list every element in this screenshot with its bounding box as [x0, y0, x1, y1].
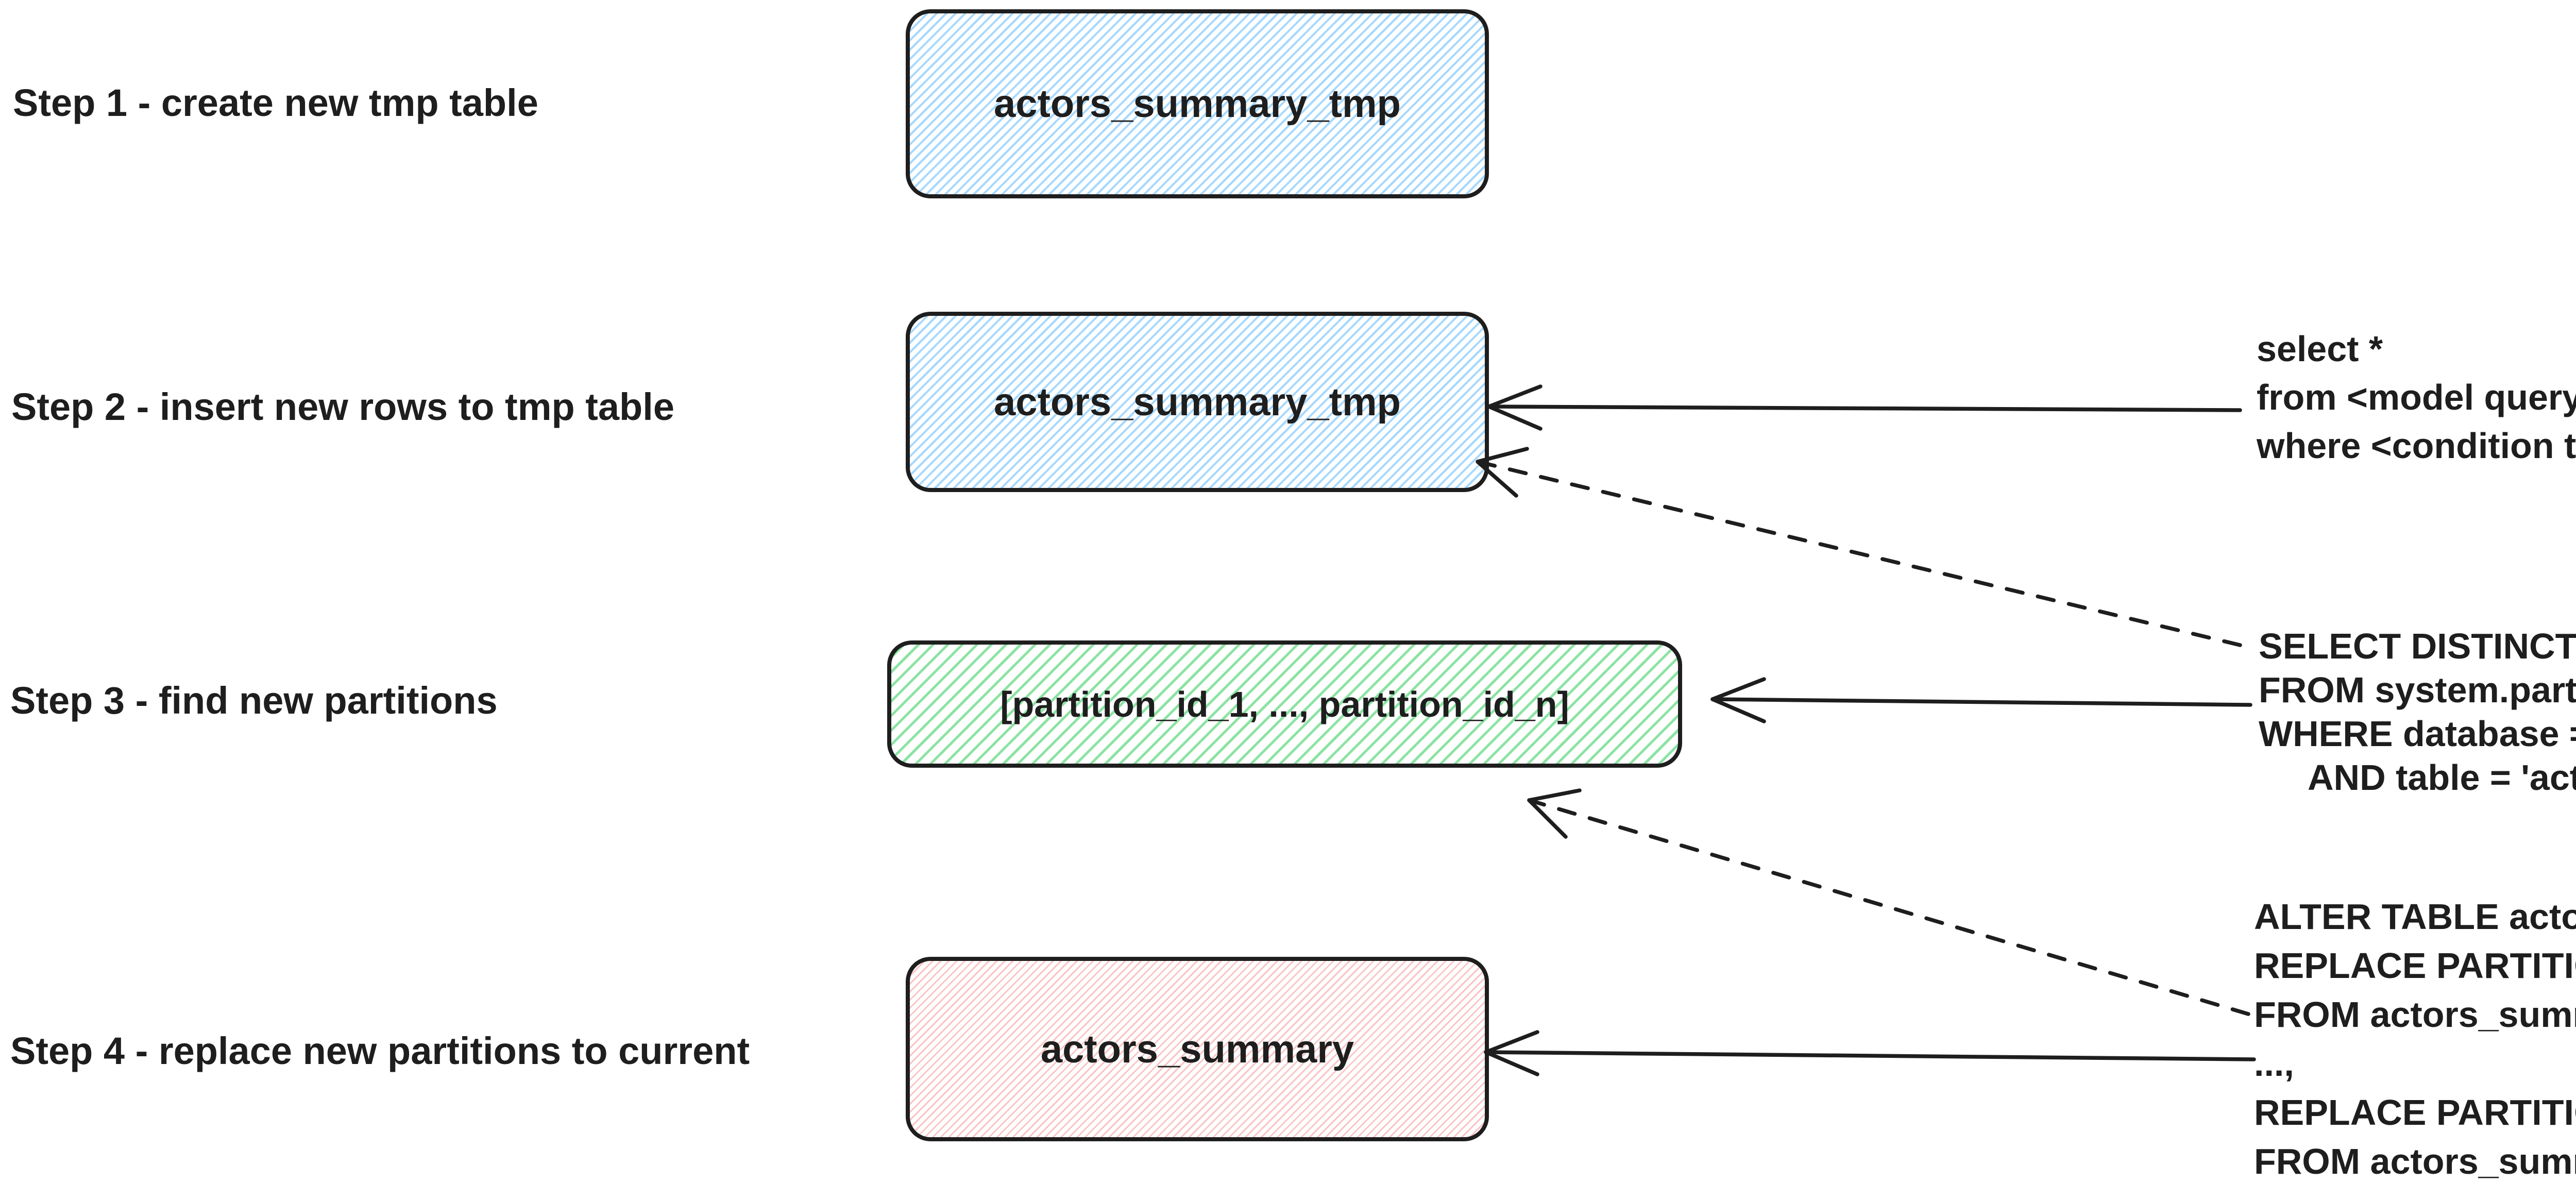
- sql-line: WHERE database = <database>: [2259, 714, 2576, 754]
- node-label: [partition_id_1, ..., partition_id_n]: [1000, 684, 1569, 724]
- sql-line: select *: [2257, 329, 2383, 369]
- replace-partition-sql-text: ALTER TABLE actors_summary REPLACE PARTI…: [2254, 892, 2576, 1186]
- sql-line: REPLACE PARTITION partition_id_n: [2254, 1092, 2576, 1133]
- node-label: actors_summary_tmp: [994, 380, 1401, 424]
- sql-line: REPLACE PARTITION partition_id_1: [2254, 945, 2576, 986]
- node-label: actors_summary: [1040, 1027, 1354, 1071]
- dashed-arrow-find-sql-to-tmp-table-icon: [1476, 447, 2242, 647]
- arrow-find-sql-to-partitions-list-icon: [1710, 677, 2252, 723]
- arrow-insert-sql-to-tmp-table-icon: [1487, 384, 2242, 431]
- tmp-table-node-step2: actors_summary_tmp: [906, 312, 1489, 492]
- dashed-arrow-replace-sql-to-partitions-list-icon: [1527, 788, 2250, 1016]
- node-label: actors_summary_tmp: [994, 82, 1401, 126]
- partitions-list-node: [partition_id_1, ..., partition_id_n]: [887, 640, 1682, 768]
- sql-line: FROM actors_summary_tmp,: [2254, 1141, 2576, 1181]
- insert-sql-text: select * from <model query> where <condi…: [2257, 325, 2576, 470]
- arrow-replace-sql-to-summary-table-icon: [1484, 1030, 2256, 1076]
- sql-line: SELECT DISTINCT partition_id: [2259, 626, 2576, 666]
- sql-line: ...,: [2254, 1043, 2294, 1084]
- sql-line: FROM actors_summary_tmp,: [2254, 994, 2576, 1035]
- sql-line: ALTER TABLE actors_summary: [2254, 897, 2576, 937]
- sql-line: AND table = 'actors_summary_tmp': [2308, 757, 2576, 798]
- step-2-label: Step 2 - insert new rows to tmp table: [11, 385, 674, 428]
- tmp-table-node-step1: actors_summary_tmp: [906, 9, 1489, 198]
- step-4-label: Step 4 - replace new partitions to curre…: [10, 1029, 750, 1072]
- sql-line: from <model query>: [2257, 377, 2576, 417]
- sql-line: FROM system.parts: [2259, 670, 2576, 710]
- step-1-label: Step 1 - create new tmp table: [13, 81, 538, 124]
- step-3-label: Step 3 - find new partitions: [10, 679, 498, 722]
- find-partitions-sql-text: SELECT DISTINCT partition_id FROM system…: [2259, 624, 2576, 800]
- summary-table-node: actors_summary: [906, 957, 1489, 1141]
- sql-line: where <condition to identify new>: [2257, 426, 2576, 466]
